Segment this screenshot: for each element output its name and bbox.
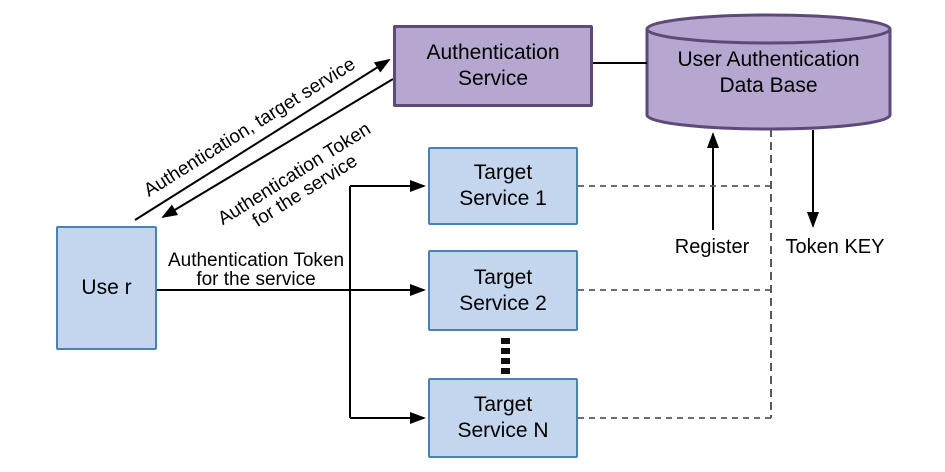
- auth-to-user-arrow: [161, 78, 394, 219]
- authentication-service-label: Authentication Service: [426, 41, 560, 90]
- register-label: Register: [674, 236, 750, 258]
- target-service-n-label: Target Service N: [457, 393, 549, 442]
- authentication-service-box: Authentication Service: [393, 25, 593, 107]
- user-box: Use r: [56, 226, 157, 350]
- user-to-services-edge-label: Authentication Token for the service: [167, 250, 345, 290]
- target-service-n-box: Target Service N: [428, 378, 578, 458]
- target-service-2-label: Target Service 2: [459, 265, 547, 315]
- token-key-label: Token KEY: [785, 236, 885, 258]
- target-service-2-box: Target Service 2: [428, 250, 578, 331]
- user-to-auth-arrow: [134, 58, 391, 221]
- target-service-1-label: Target Service 1: [459, 161, 547, 210]
- database-label: User Authentication Data Base: [677, 48, 860, 97]
- user-label: Use r: [81, 276, 132, 299]
- services-ellipsis-icon: [501, 338, 510, 374]
- database-cylinder: [645, 13, 892, 131]
- target-service-1-box: Target Service 1: [428, 147, 578, 225]
